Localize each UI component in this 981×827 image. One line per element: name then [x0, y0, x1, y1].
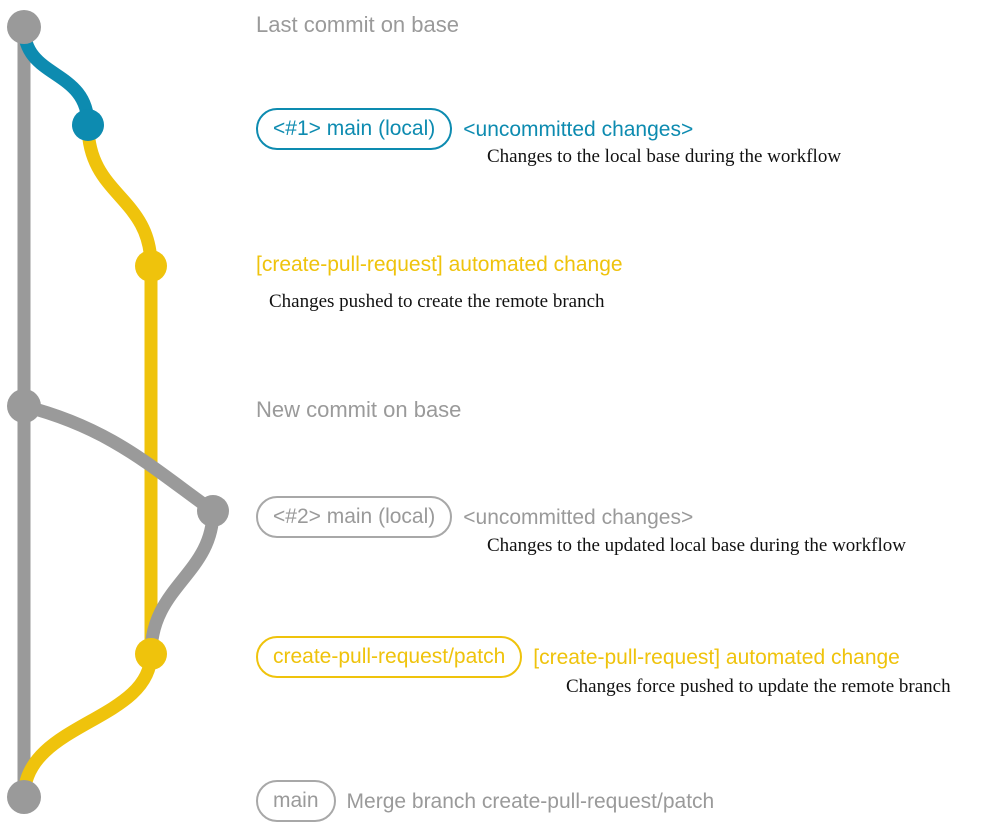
- row-local-commit-1: <#1> main (local) <uncommitted changes>: [256, 108, 693, 150]
- node-base-last-commit[interactable]: [7, 10, 41, 44]
- edge-remote-2-to-merge: [17, 647, 158, 804]
- row-base-merge-commit: main Merge branch create-pull-request/pa…: [256, 780, 714, 822]
- node-base-new-commit[interactable]: [7, 389, 41, 423]
- ref-badge-main-local-2[interactable]: <#2> main (local): [256, 496, 453, 538]
- ref-badge-main[interactable]: main: [256, 780, 336, 822]
- commit-subject-merge: Merge branch create-pull-request/patch: [346, 789, 715, 813]
- row-remote-commit-1: [create-pull-request] automated change: [256, 254, 623, 275]
- node-local-commit-2[interactable]: [197, 495, 229, 527]
- edge-base-to-local-1: [17, 20, 95, 132]
- note-local-commit-1: Changes to the local base during the wor…: [487, 146, 842, 167]
- note-remote-commit-2: Changes force pushed to update the remot…: [566, 676, 951, 697]
- node-local-commit-1[interactable]: [72, 109, 104, 141]
- node-remote-commit-2[interactable]: [135, 638, 167, 670]
- heading-new-commit-on-base: New commit on base: [256, 397, 462, 422]
- row-local-commit-2: <#2> main (local) <uncommitted changes>: [256, 496, 693, 538]
- note-remote-commit-1: Changes pushed to create the remote bran…: [269, 291, 605, 312]
- ref-badge-create-pull-request-patch[interactable]: create-pull-request/patch: [256, 636, 523, 678]
- commit-subject-remote-2: [create-pull-request] automated change: [533, 645, 900, 669]
- commit-subject-local-1: <uncommitted changes>: [463, 117, 694, 141]
- commit-subject-remote-1: [create-pull-request] automated change: [256, 253, 623, 276]
- note-local-commit-2: Changes to the updated local base during…: [487, 535, 906, 556]
- edge-local-2-to-remote-2: [144, 504, 220, 661]
- ref-badge-main-local-1[interactable]: <#1> main (local): [256, 108, 453, 150]
- node-remote-commit-1[interactable]: [135, 250, 167, 282]
- edge-local-1-to-remote-1: [81, 118, 158, 273]
- commit-subject-local-2: <uncommitted changes>: [463, 505, 694, 529]
- row-remote-commit-2: create-pull-request/patch [create-pull-r…: [256, 636, 900, 678]
- edge-base-to-local-2: [17, 399, 220, 518]
- node-base-merge-commit[interactable]: [7, 780, 41, 814]
- heading-last-commit-on-base: Last commit on base: [256, 12, 459, 37]
